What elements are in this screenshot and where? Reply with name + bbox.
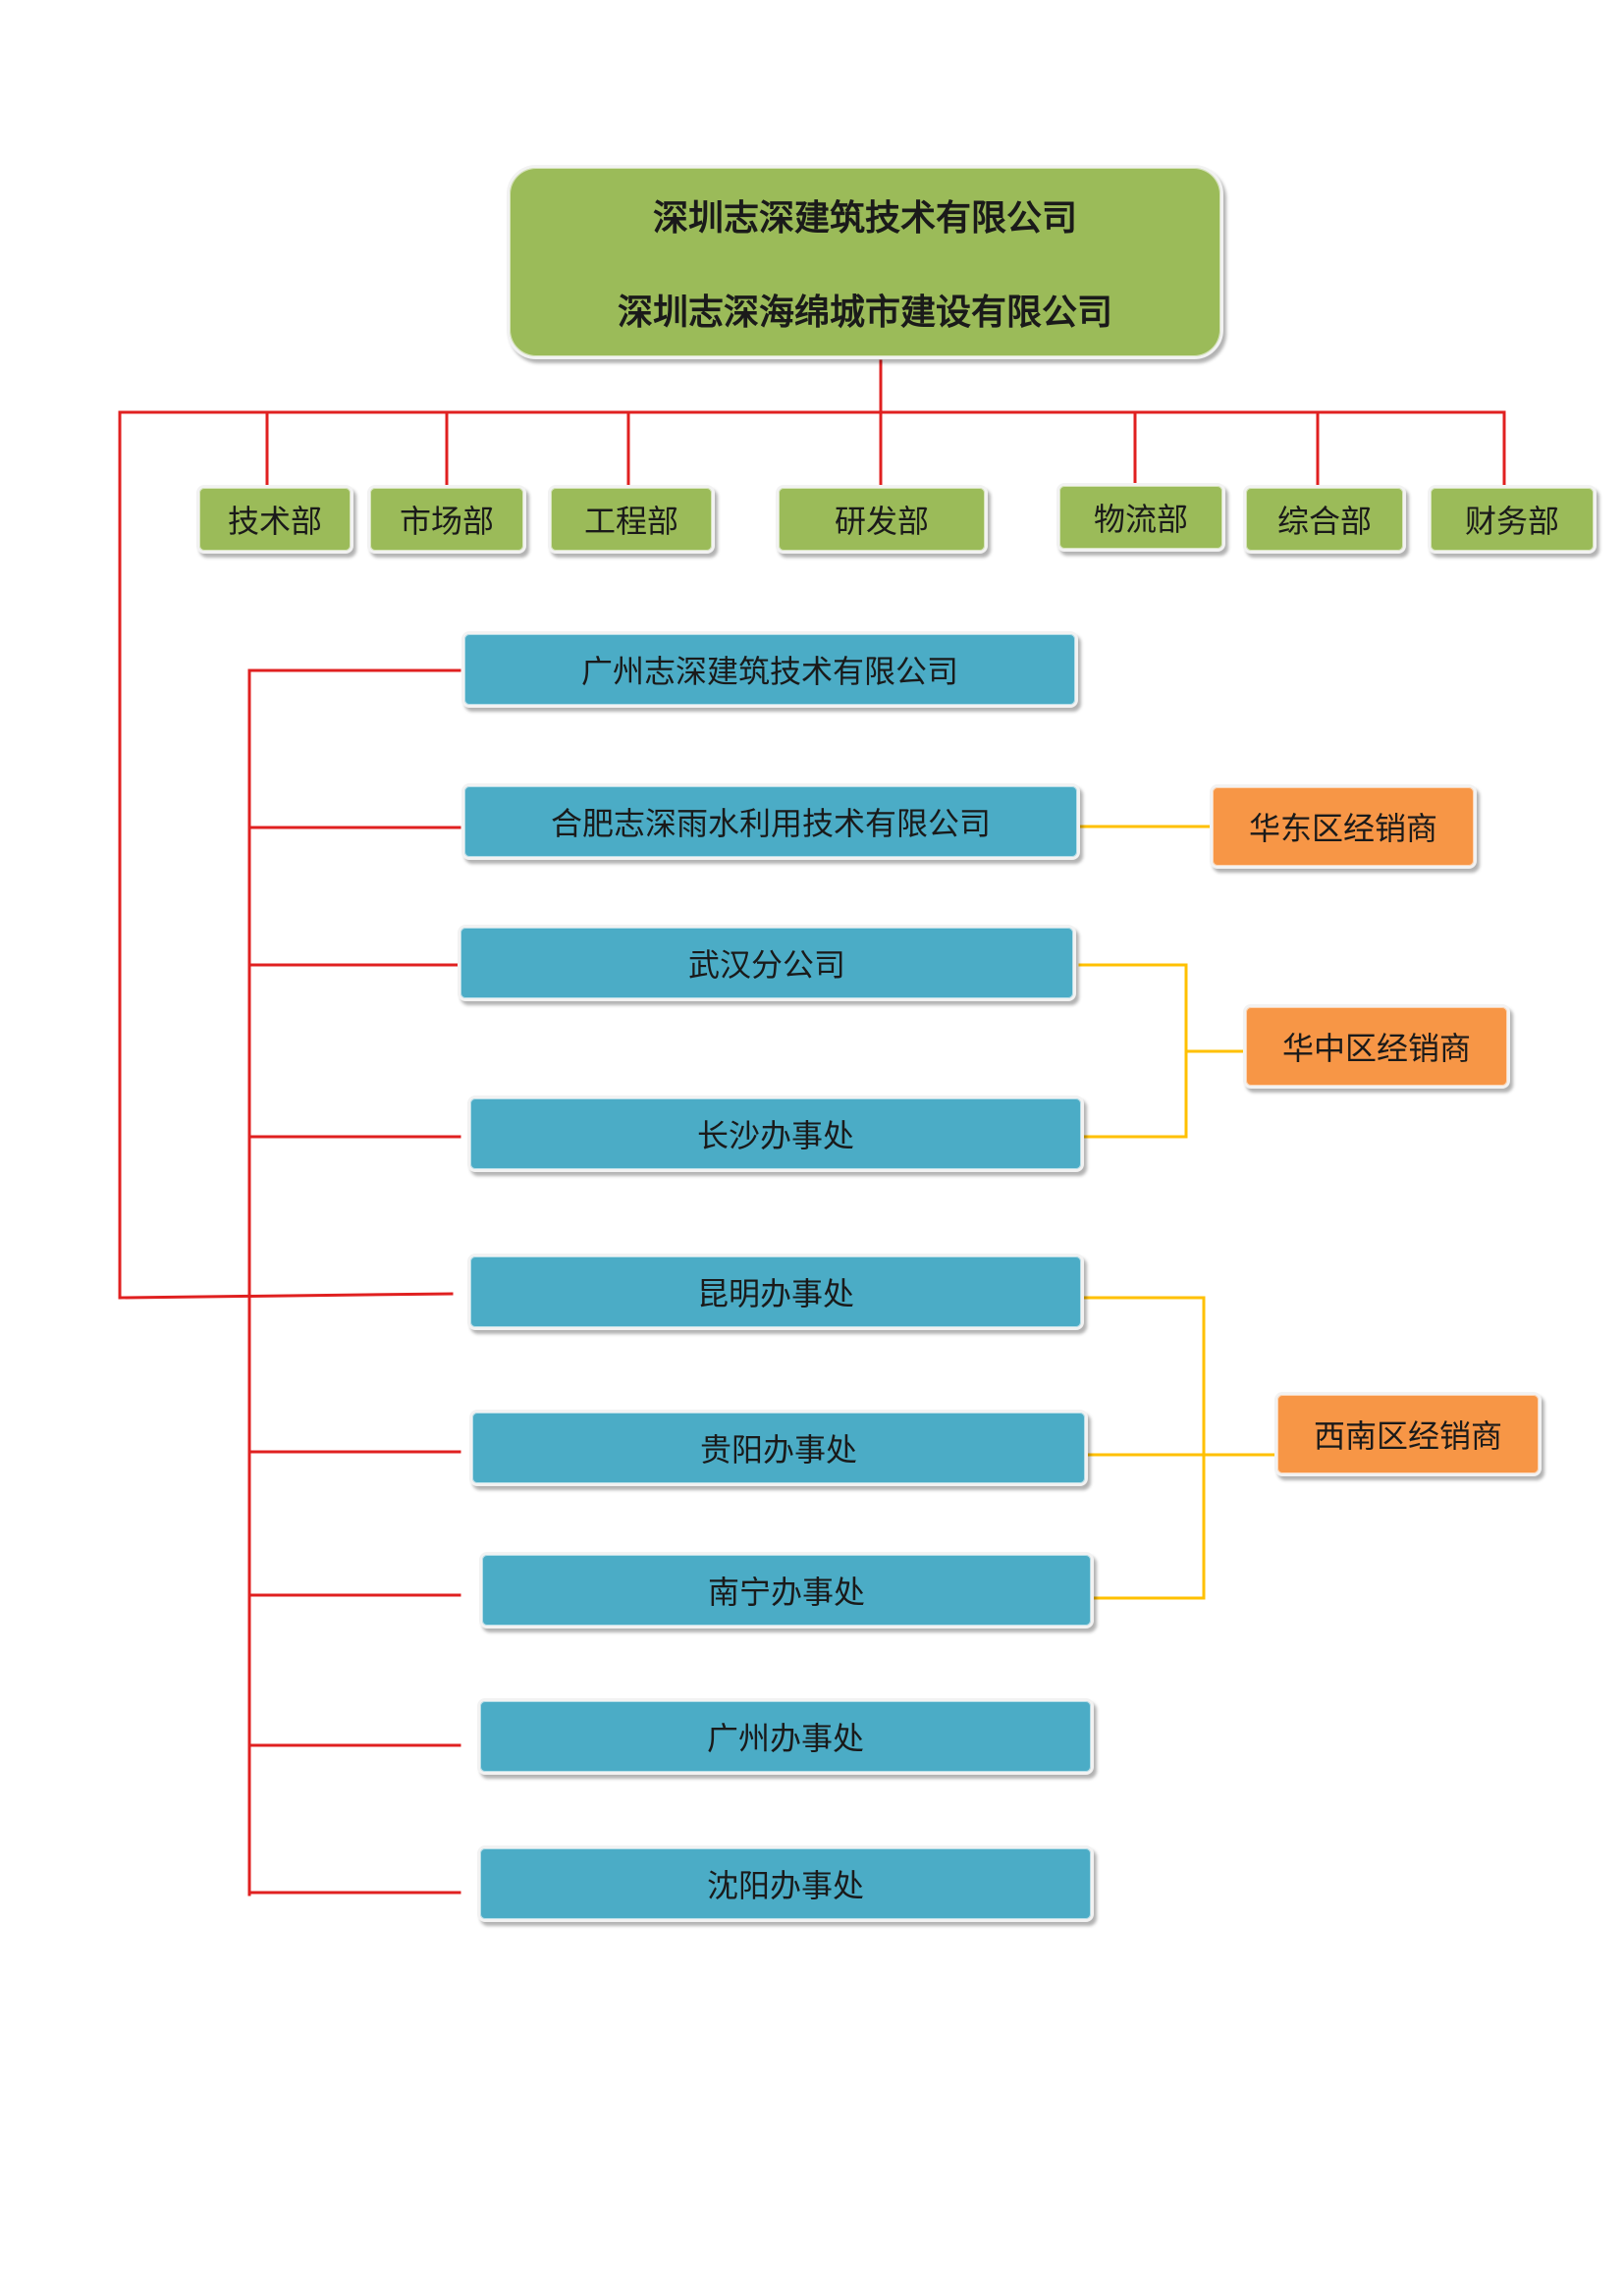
dealer-east-china[interactable]: 华东区经销商: [1210, 784, 1477, 869]
dept-general[interactable]: 综合部: [1243, 485, 1406, 554]
branch-kunming[interactable]: 昆明办事处: [467, 1254, 1084, 1330]
root-company-name-1: 深圳志深建筑技术有限公司: [652, 198, 1077, 239]
dept-engineering[interactable]: 工程部: [548, 485, 715, 554]
branch-guangzhou-office[interactable]: 广州办事处: [477, 1698, 1094, 1775]
branch-guangzhou-company[interactable]: 广州志深建筑技术有限公司: [461, 631, 1078, 708]
trunk-to-kunming: [118, 1292, 454, 1300]
root-company-name-2: 深圳志深海绵城市建设有限公司: [617, 293, 1112, 333]
branch-shenyang[interactable]: 沈阳办事处: [477, 1845, 1094, 1922]
branch-hefei-company[interactable]: 合肥志深雨水利用技术有限公司: [461, 783, 1080, 860]
branch-wuhan[interactable]: 武汉分公司: [458, 925, 1076, 1001]
branch-guiyang[interactable]: 贵阳办事处: [469, 1410, 1088, 1486]
branch-nanning[interactable]: 南宁办事处: [479, 1552, 1094, 1629]
root-company[interactable]: 深圳志深建筑技术有限公司 深圳志深海绵城市建设有限公司: [507, 165, 1223, 359]
branch-changsha[interactable]: 长沙办事处: [467, 1095, 1084, 1172]
dept-finance[interactable]: 财务部: [1428, 485, 1597, 554]
dealer-central-china[interactable]: 华中区经销商: [1243, 1004, 1510, 1089]
dept-rnd[interactable]: 研发部: [776, 485, 988, 554]
dept-market[interactable]: 市场部: [367, 485, 526, 554]
dept-logistics[interactable]: 物流部: [1056, 483, 1225, 552]
dept-tech[interactable]: 技术部: [196, 485, 353, 554]
dealer-southwest[interactable]: 西南区经销商: [1274, 1392, 1542, 1476]
